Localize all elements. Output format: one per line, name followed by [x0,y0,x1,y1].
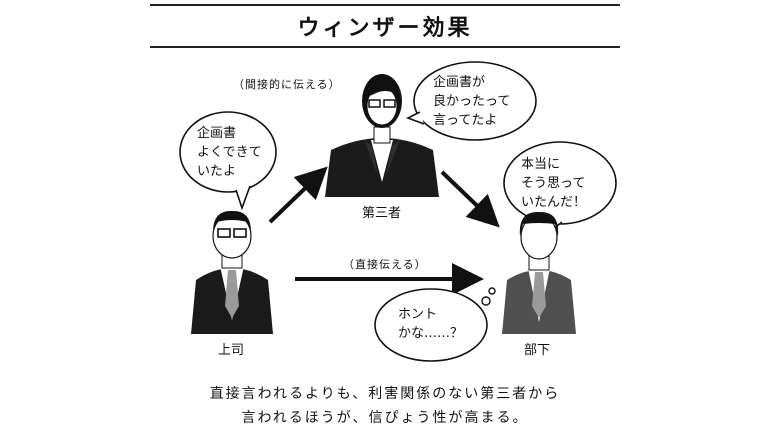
subordinate-label: 部下 [524,343,551,358]
footer-line-1: 直接言われるよりも、利害関係のない第三者から [209,386,561,402]
page-title: ウィンザー効果 [297,16,473,41]
bubble-third-party-text: 企画書が 良かったって 言ってたよ [433,75,511,128]
subordinate-figure [502,211,576,334]
bubble-subordinate-speech-text: 本当に そう思って いたんだ！ [521,157,587,210]
arrow-boss-to-third-party [268,166,328,224]
bubble-third-party-shape [406,61,537,141]
bubble-subordinate-thought-text: ホント かな……？ [398,307,464,341]
boss-figure [191,210,273,334]
direct-note: （直接伝える） [343,258,427,271]
third-party-label: 第三者 [362,206,402,221]
boss-label: 上司 [218,343,245,358]
indirect-note: （間接的に伝える） [233,78,341,91]
bubble-boss-shape [179,111,277,211]
title-top-rule [150,4,620,6]
bubble-boss-text: 企画書 よくできて いたよ [197,126,262,179]
footer-line-2: 言われるほうが、信ぴょう性が高まる。 [241,410,529,426]
arrow-third-party-to-subordinate [440,170,500,228]
title-bottom-rule [150,46,620,48]
third-party-figure [325,74,439,197]
bubble-subordinate-thought-shape [374,287,496,362]
